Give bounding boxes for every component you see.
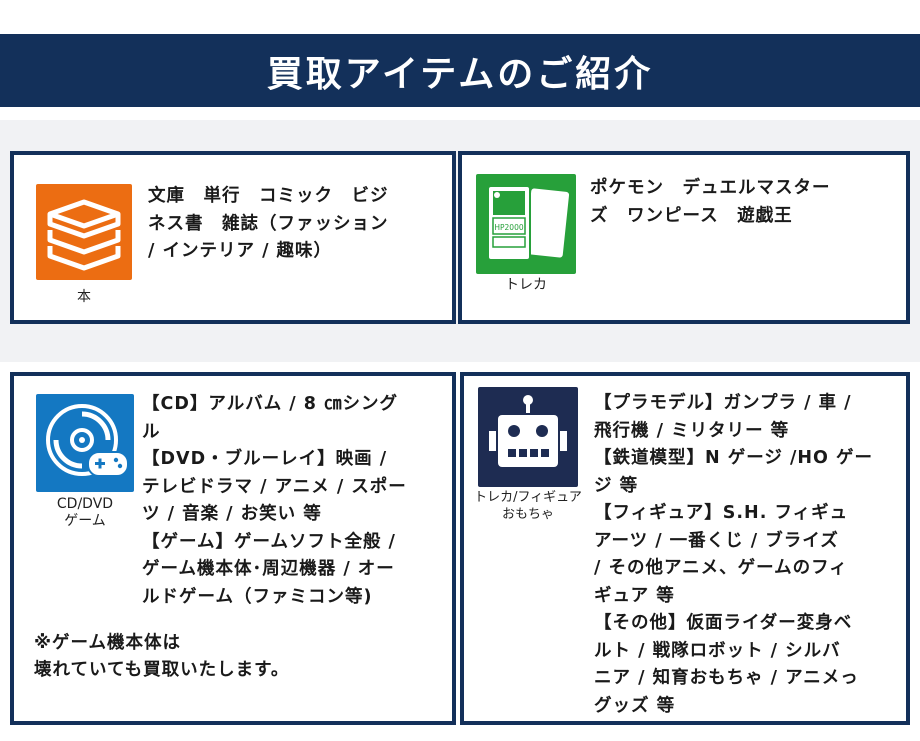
game-console-note: ※ゲーム機本体は 壊れていても買取いたします。	[34, 630, 444, 684]
desc-line: テレビドラマ / アニメ / スポー	[142, 476, 407, 497]
trading-card-icon: HP2000	[476, 174, 576, 274]
desc-line: ズ ワンピース 遊戯王	[590, 205, 793, 226]
desc-line: 【プラモデル】ガンプラ / 車 /	[594, 393, 852, 413]
desc-line: アーツ / 一番くじ / ブライズ	[594, 530, 839, 551]
desc-line: ルドゲーム（ファミコン等)	[142, 586, 373, 607]
desc-line: 【その他】仮面ライダー変身ベ	[594, 613, 853, 633]
card-toys-description: 【プラモデル】ガンプラ / 車 / 飛行機 / ミリタリー 等 【鉄道模型】N …	[594, 390, 898, 720]
desc-line: ジ 等	[594, 475, 639, 496]
card-toys-label: トレカ/フィギュア おもちゃ	[474, 490, 582, 522]
card-trading-cards: HP2000 トレカ ポケモン デュエルマスター ズ ワンピース 遊戯王	[458, 151, 910, 324]
desc-line: ポケモン デュエルマスター	[590, 178, 831, 198]
desc-line: / インテリア / 趣味）	[148, 241, 333, 261]
card-books: 本 文庫 単行 コミック ビジ ネス書 雑誌（ファッション / インテリア / …	[10, 151, 456, 324]
note-line: 壊れていても買取いたします。	[34, 660, 290, 680]
disc-gamepad-icon	[36, 394, 134, 492]
page-title: 買取アイテムのご紹介	[266, 53, 654, 95]
desc-line: ツ / 音楽 / お笑い 等	[142, 504, 322, 524]
desc-line: 【ゲーム】ゲームソフト全般 /	[142, 531, 396, 552]
desc-line: ニア / 知育おもちゃ / アニメっ	[594, 668, 859, 688]
desc-line: ル	[142, 421, 161, 442]
section-header: 買取アイテムのご紹介	[0, 34, 920, 107]
desc-line: 【フィギュア】S.H. フィギュ	[594, 503, 849, 523]
desc-line: ルト / 戦隊ロボット / シルバ	[594, 640, 841, 661]
card-trading-description: ポケモン デュエルマスター ズ ワンピース 遊戯王	[590, 175, 890, 230]
desc-line: 文庫 単行 コミック ビジ	[148, 186, 389, 206]
card-books-description: 文庫 単行 コミック ビジ ネス書 雑誌（ファッション / インテリア / 趣味…	[148, 183, 448, 266]
card-toys-figures: トレカ/フィギュア おもちゃ 【プラモデル】ガンプラ / 車 / 飛行機 / ミ…	[460, 372, 910, 725]
desc-line: 【鉄道模型】N ゲージ /HO ゲー	[594, 448, 873, 468]
desc-line: 【DVD・ブルーレイ】映画 /	[142, 449, 388, 469]
card-books-label: 本	[77, 289, 91, 305]
card-trading-label: トレカ	[505, 277, 547, 293]
robot-icon	[478, 387, 578, 487]
desc-line: グッズ 等	[594, 695, 676, 716]
note-line: ※ゲーム機本体は	[34, 633, 181, 653]
desc-line: 【CD】アルバム / 8 ㎝シング	[142, 394, 399, 414]
card-media-games: CD/DVD ゲーム 【CD】アルバム / 8 ㎝シング ル 【DVD・ブルーレ…	[10, 372, 456, 725]
desc-line: ネス書 雑誌（ファッション	[148, 213, 389, 234]
desc-line: / その他アニメ、ゲームのフィ	[594, 558, 848, 578]
card-media-label: CD/DVD ゲーム	[56, 496, 114, 529]
desc-line: ゲーム機本体･周辺機器 / オー	[142, 559, 395, 579]
desc-line: ギュア 等	[594, 585, 675, 606]
book-stack-icon	[36, 184, 132, 280]
desc-line: 飛行機 / ミリタリー 等	[594, 420, 790, 441]
card-hp-text: HP2000	[494, 223, 523, 232]
card-media-description: 【CD】アルバム / 8 ㎝シング ル 【DVD・ブルーレイ】映画 / テレビド…	[142, 391, 452, 611]
